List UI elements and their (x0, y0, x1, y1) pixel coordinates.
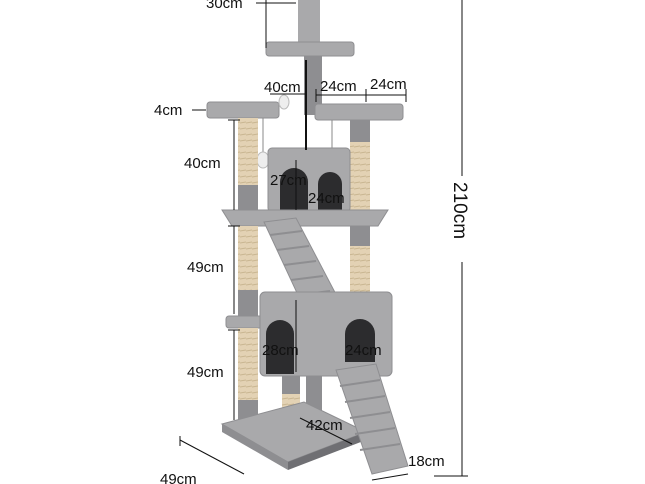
upper-right-post (350, 120, 370, 212)
dim-upper-condo-height: 27cm (270, 172, 307, 189)
lower-right-post (306, 376, 322, 412)
upper-left-post (238, 118, 258, 210)
dim-perch-right-b: 24cm (370, 76, 407, 93)
dim-perch-thickness: 4cm (154, 102, 182, 119)
top-perch (265, 41, 355, 57)
dim-middle-post: 49cm (187, 259, 224, 276)
dim-lower-post: 49cm (187, 364, 224, 381)
dim-base-width: 42cm (306, 417, 343, 434)
dim-lower-condo-height: 28cm (262, 342, 299, 359)
dim-ladder-width: 18cm (408, 453, 445, 470)
upper-ladder (263, 217, 341, 309)
upper-condo (267, 147, 351, 213)
middle-right-post (350, 226, 370, 296)
dim-base-depth: 49cm (160, 471, 197, 484)
middle-left-post (238, 226, 258, 322)
dim-upper-condo-width: 24cm (308, 190, 345, 207)
top-pole (298, 0, 322, 115)
lower-left-post (238, 328, 258, 424)
lower-ladder (335, 363, 409, 475)
dim-upper-post: 40cm (184, 155, 221, 172)
dim-total-height: 210cm (449, 182, 470, 239)
hanging-mouse-toy-left (278, 94, 290, 110)
right-upper-perch (314, 103, 404, 121)
dim-perch-right-a: 24cm (320, 78, 357, 95)
dim-lower-condo-width: 24cm (345, 342, 382, 359)
dim-top-perch: 30cm (206, 0, 243, 12)
dimension-lines (179, 0, 468, 481)
hanging-mouse-toy-mid (256, 118, 270, 169)
lower-condo (259, 291, 393, 377)
dim-perch-left-width: 40cm (264, 79, 301, 96)
left-upper-perch (206, 101, 280, 119)
middle-platform (221, 209, 389, 227)
